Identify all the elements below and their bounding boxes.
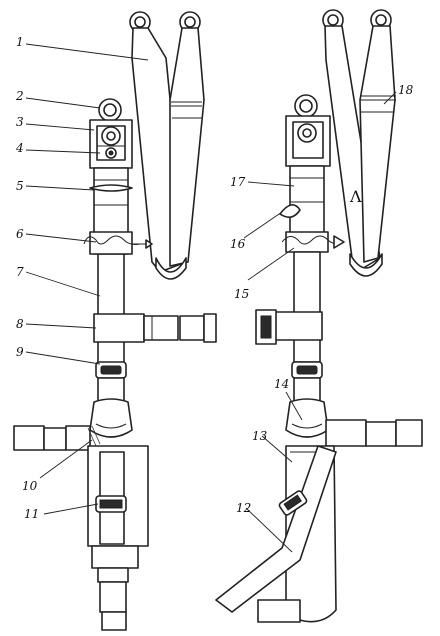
top-ring-left-a [129, 11, 151, 33]
long-strap-18 [324, 25, 396, 277]
strap-loop-16 [279, 204, 301, 218]
d-ring-right [294, 94, 318, 118]
callout-6: 6 [16, 227, 24, 241]
callout-3: 3 [16, 115, 24, 129]
callout-7: 7 [16, 265, 24, 279]
top-ring-right-b [370, 9, 392, 31]
callout-2: 2 [15, 89, 24, 103]
callout-labels: 1 2 3 4 5 6 7 8 9 10 11 12 13 14 15 16 1… [15, 35, 414, 521]
left-harness-assembly [13, 11, 217, 631]
right-leaders [243, 91, 397, 553]
long-strap-1 [131, 27, 205, 280]
lock-housing-3-4 [89, 119, 133, 169]
callout-13: 13 [252, 429, 268, 443]
spring-clamp-15 [281, 231, 345, 253]
callout-17: 17 [230, 175, 246, 189]
callout-16: 16 [230, 237, 246, 251]
strap-mark: Λ [349, 187, 362, 206]
callout-10: 10 [22, 479, 38, 493]
buckle-right [291, 361, 323, 403]
diagonal-strap-12 [215, 445, 337, 613]
callout-5: 5 [16, 179, 24, 193]
callout-14: 14 [274, 377, 289, 391]
leg-strap-junction-10 [13, 398, 133, 451]
main-strap-right [255, 251, 323, 363]
d-ring-2 [98, 98, 122, 122]
junction-14 [285, 398, 423, 447]
left-leaders [25, 43, 149, 515]
strap-loop-5 [89, 184, 133, 192]
callout-9: 9 [16, 345, 24, 359]
right-harness-assembly [215, 9, 423, 623]
callout-18: 18 [398, 83, 414, 97]
callout-1: 1 [16, 35, 24, 49]
callout-11: 11 [24, 507, 39, 521]
callout-12: 12 [236, 501, 251, 515]
buckle-9 [95, 361, 127, 403]
callout-8: 8 [16, 317, 24, 331]
lock-housing-17 [285, 115, 331, 251]
lower-pack-11 [87, 445, 149, 631]
callout-15: 15 [234, 287, 249, 301]
chest-strap-8 [93, 313, 217, 343]
spring-clamp-6 [83, 231, 153, 255]
callout-4: 4 [15, 141, 24, 155]
